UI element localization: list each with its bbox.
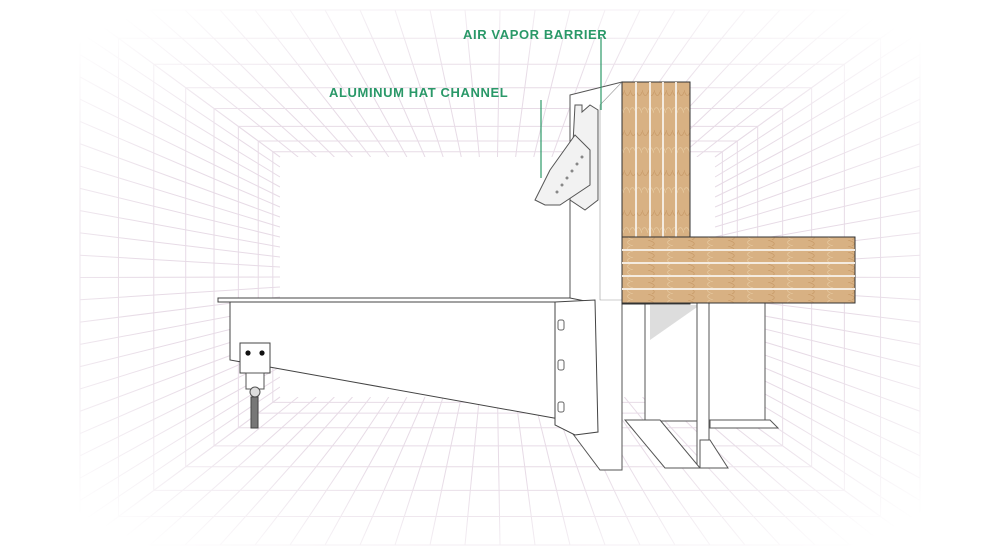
aluminum-hat-channel-label: ALUMINUM HAT CHANNEL <box>329 85 509 100</box>
air-vapor-barrier-label: AIR VAPOR BARRIER <box>463 27 608 42</box>
air-vapor-barrier <box>599 81 623 301</box>
steel-column <box>623 302 780 469</box>
clt-floor-slab <box>621 236 856 304</box>
aluminum-hat-channel <box>534 104 599 211</box>
anchor-bolt-bracket <box>239 342 271 429</box>
steel-outrigger-beam <box>217 297 599 436</box>
